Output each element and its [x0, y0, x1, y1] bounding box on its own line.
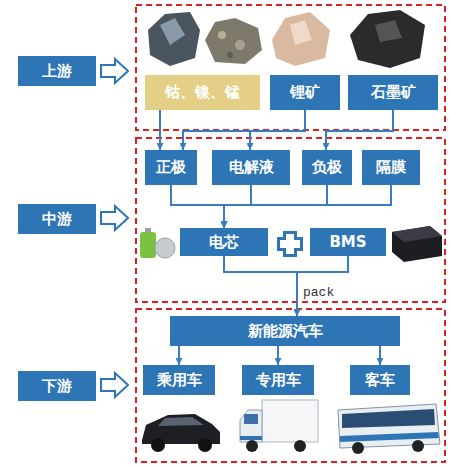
box-label: 客车: [365, 372, 395, 389]
nickel-texture: [235, 40, 245, 50]
truck-photo: [240, 400, 318, 452]
lithium-photo: [272, 12, 330, 66]
box-label: 乘用车: [157, 372, 202, 389]
downstream-frame: [136, 309, 445, 462]
midstream-frame: [136, 138, 445, 302]
flow-connector: [326, 110, 393, 150]
truck-cab: [240, 410, 262, 442]
vehicle-box: 专用车: [242, 365, 314, 395]
product-box: 新能源汽车: [170, 316, 400, 346]
cell-cap: [145, 228, 151, 232]
material-box: 石墨矿: [348, 75, 438, 110]
component-box: 负极: [302, 150, 352, 185]
plus-inner: [280, 240, 300, 248]
car-wheel: [151, 438, 165, 452]
box-label: 负极: [312, 159, 342, 176]
flow-connector: [224, 185, 251, 228]
nickel-texture: [227, 52, 233, 58]
coin-cell: [155, 238, 175, 258]
bus-stripe: [340, 432, 439, 442]
cobalt-photo: [148, 12, 200, 66]
material-box: 钴、镍、锰: [145, 75, 260, 110]
box-label: 中游: [42, 211, 72, 228]
flow-connector: [183, 110, 305, 150]
plus-symbol: [277, 231, 303, 257]
stage-tag: 上游: [18, 56, 96, 86]
truck-stripe: [240, 436, 262, 440]
flow-connector: [224, 185, 327, 228]
cobalt-highlight: [160, 18, 185, 45]
vehicle-box: 乘用车: [143, 365, 215, 395]
flow-connector: [224, 256, 297, 316]
flow-connector: [250, 110, 305, 150]
truck-wheel: [294, 440, 306, 452]
bms-module-top: [392, 226, 442, 242]
battery-icon: [140, 228, 175, 258]
graphite-highlight: [375, 20, 402, 42]
box-label: 正极: [156, 159, 186, 176]
box-label: 石墨矿: [371, 84, 416, 101]
box-label: 上游: [42, 63, 72, 80]
truck-window: [244, 414, 258, 424]
flow-connector: [277, 346, 279, 365]
flow-connector: [178, 346, 180, 365]
hollow-arrow: [101, 59, 128, 83]
stage-tag: 中游: [18, 204, 96, 234]
box-label: 电解液: [229, 159, 274, 176]
hollow-arrow: [101, 206, 128, 230]
lithium-highlight: [290, 20, 312, 45]
car-photo: [142, 414, 220, 452]
box-label: 专用车: [256, 372, 301, 389]
component-box: 正极: [145, 150, 197, 185]
truck-cargo: [262, 400, 318, 442]
truck-wheel: [246, 440, 258, 452]
bus-body: [338, 404, 440, 448]
flow-connector: [297, 256, 348, 316]
cell-body: [140, 232, 156, 258]
car-window: [158, 417, 204, 426]
connector-label: pack: [303, 285, 334, 300]
stage-tag: 下游: [18, 371, 96, 401]
bus-photo: [338, 404, 440, 454]
cell-box: 电芯: [180, 228, 268, 256]
flow-connector: [159, 110, 161, 150]
vehicle-box: 客车: [350, 365, 410, 395]
hollow-arrows: [101, 59, 128, 397]
box-label: 下游: [42, 378, 72, 395]
box-label: 新能源汽车: [248, 323, 323, 340]
box-label: 隔膜: [376, 159, 406, 176]
bus-windows: [342, 409, 435, 428]
nickel-photo: [205, 18, 262, 64]
mineral-photos: [148, 10, 425, 68]
flow-connector: [171, 185, 224, 228]
box-label: 钴、镍、锰: [165, 84, 240, 101]
bms-box: BMS: [310, 228, 386, 256]
car-wheel: [198, 438, 212, 452]
bms-module: [392, 226, 442, 262]
flow-connector: [224, 185, 391, 228]
component-box: 电解液: [212, 150, 290, 185]
box-label: 锂矿: [290, 84, 320, 101]
component-box: 隔膜: [362, 150, 420, 185]
hollow-arrow: [101, 373, 128, 397]
bms-module-icon: [392, 226, 442, 262]
graphite-photo: [350, 10, 425, 68]
bus-wheel: [412, 440, 424, 452]
nickel-texture: [218, 31, 226, 39]
material-box: 锂矿: [270, 75, 340, 110]
box-label: 电芯: [209, 234, 239, 251]
box-label: BMS: [329, 234, 366, 251]
upstream-frame: [136, 5, 445, 130]
flow-connector: [379, 346, 381, 365]
bus-wheel: [352, 442, 364, 454]
stage-frames: [136, 5, 445, 462]
